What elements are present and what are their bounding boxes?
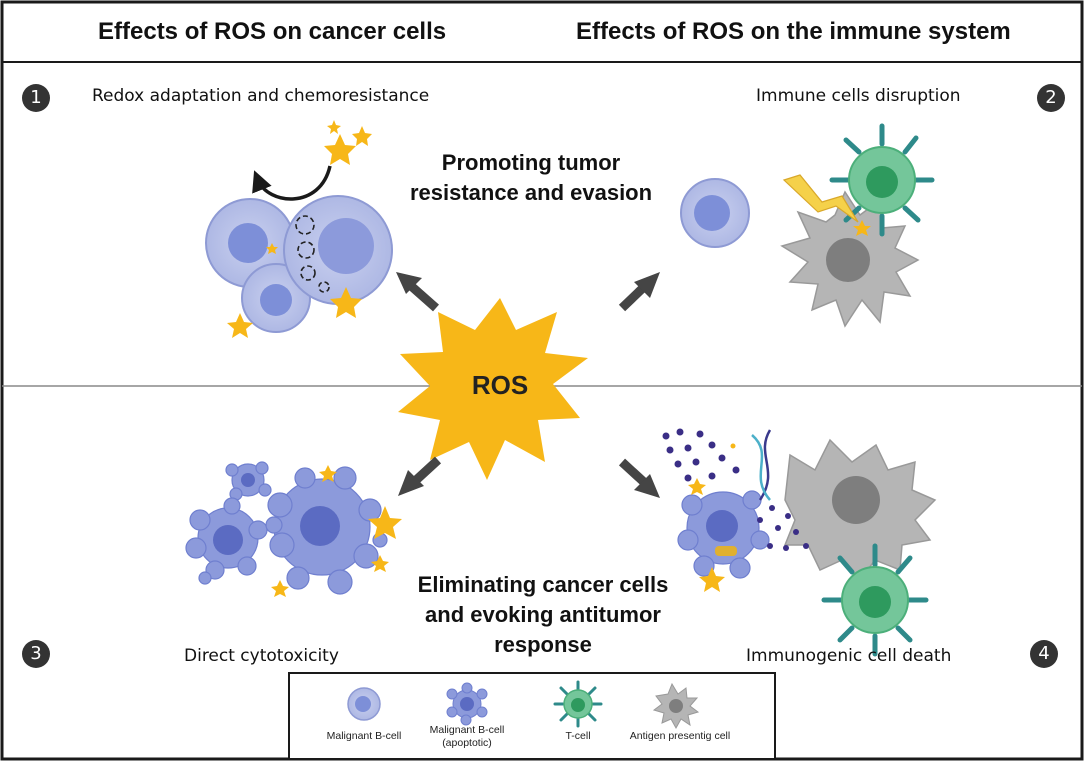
quadrant-3-number: 3 (22, 640, 50, 668)
quadrant-1-label: Redox adaptation and chemoresistance (92, 86, 430, 106)
t-cell-icon (553, 680, 603, 728)
small-ros-stars (227, 120, 871, 597)
ros-star-icon (398, 298, 588, 480)
quadrant-3-label: Direct cytotoxicity (184, 646, 339, 666)
legend-icons (347, 680, 700, 730)
arrow-icon (618, 458, 650, 488)
quadrant-2-number: 2 (1037, 84, 1065, 112)
quadrant-1-illustration (205, 165, 393, 333)
quadrant-4-number: 4 (1030, 640, 1058, 668)
bottom-center-text: Eliminating cancer cells and evoking ant… (417, 572, 669, 657)
legend-label-t-cell: T-cell (565, 730, 591, 742)
t-cell-icon (829, 123, 935, 237)
legend-label-apoptotic-b-cell: Malignant B-cell (apoptotic) (429, 724, 505, 749)
right-header: Effects of ROS on the immune system (576, 18, 1011, 45)
recycle-arrow (252, 165, 332, 201)
quadrant-4-label: Immunogenic cell death (746, 646, 952, 666)
t-cell-icon (821, 543, 929, 657)
legend-label-apc: Antigen presentig cell (629, 730, 731, 742)
top-center-text: Promoting tumor resistance and evasion (409, 150, 653, 205)
quadrant-2-label: Immune cells disruption (756, 86, 961, 106)
quadrant-4-illustration (662, 428, 937, 657)
legend-label-b-cell: Malignant B-cell (326, 730, 402, 742)
left-header: Effects of ROS on cancer cells (98, 18, 447, 45)
arrow-icon (407, 281, 439, 312)
apoptotic-b-cell-icon (677, 490, 770, 579)
lightning-icon (782, 174, 859, 223)
ros-label: ROS (471, 370, 529, 400)
quadrant-3-illustration (185, 461, 388, 595)
arrow-icon (410, 456, 442, 486)
ros-arrows (396, 272, 660, 498)
quadrant-1-number: 1 (22, 84, 50, 112)
quadrant-2-illustration (680, 123, 935, 328)
